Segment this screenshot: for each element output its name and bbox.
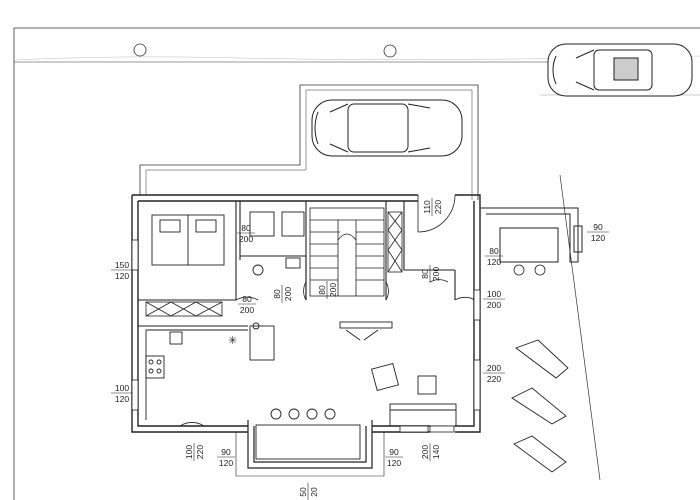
dimension-bottom: 200 [487,300,501,310]
dimension-bottom: 220 [487,374,501,384]
dimension-top: 80 [317,285,327,295]
dining-table [270,321,393,420]
windows [131,239,481,433]
dimension-top: 100 [487,289,501,299]
dimension-bottom: 200 [283,287,293,301]
dimension-bottom: 120 [487,257,501,267]
dimension-top: 90 [221,447,231,457]
terrace-chairs [513,264,546,276]
dimension-top: 100 [115,383,129,393]
dimension-top: 110 [422,200,432,214]
car-icon [311,99,463,157]
car-icon [547,43,693,97]
driveway [139,84,479,200]
dimension-top: 80 [272,289,282,299]
dimension-top: 100 [184,445,194,459]
sun-lounger [511,339,569,473]
dimension-top: 90 [389,447,399,457]
bed [151,214,225,266]
dimension-top: 90 [593,222,603,232]
wardrobe [145,301,223,317]
south-bay [235,420,385,477]
dimension-top: 80 [420,269,430,279]
dimension-top: 80 [242,294,252,304]
dimension-bottom: 200 [240,305,254,315]
dimension-bottom: 20 [309,487,319,497]
dimension-top: 80 [489,246,499,256]
kitchen-counter: ✳ [145,322,275,420]
armchair [370,362,437,395]
east-terrace [480,207,583,263]
dimension-bottom: 120 [387,458,401,468]
dimension-bottom: 120 [115,394,129,404]
dimension-top: 50 [298,487,308,497]
dimension-top: 150 [115,260,129,270]
dimension-bottom: 120 [115,271,129,281]
dimension-top: 200 [487,363,501,373]
dimension-bottom: 200 [239,234,253,244]
dimension-bottom: 220 [195,445,205,459]
dimension-bottom: 120 [591,233,605,243]
interior-walls [138,201,456,327]
dimension-bottom: 140 [431,445,441,459]
dimension-bottom: 220 [433,200,443,214]
svg-text:✳: ✳ [228,335,237,347]
dimension-bottom: 120 [219,458,233,468]
bathroom-fixtures [249,211,305,276]
dimension-top: 200 [420,445,430,459]
sofa [389,403,457,427]
dimension-top: 80 [241,223,251,233]
staircase [309,207,403,297]
dimension-bottom: 200 [431,267,441,281]
property-boundary [13,27,700,500]
dimension-bottom: 200 [328,283,338,297]
